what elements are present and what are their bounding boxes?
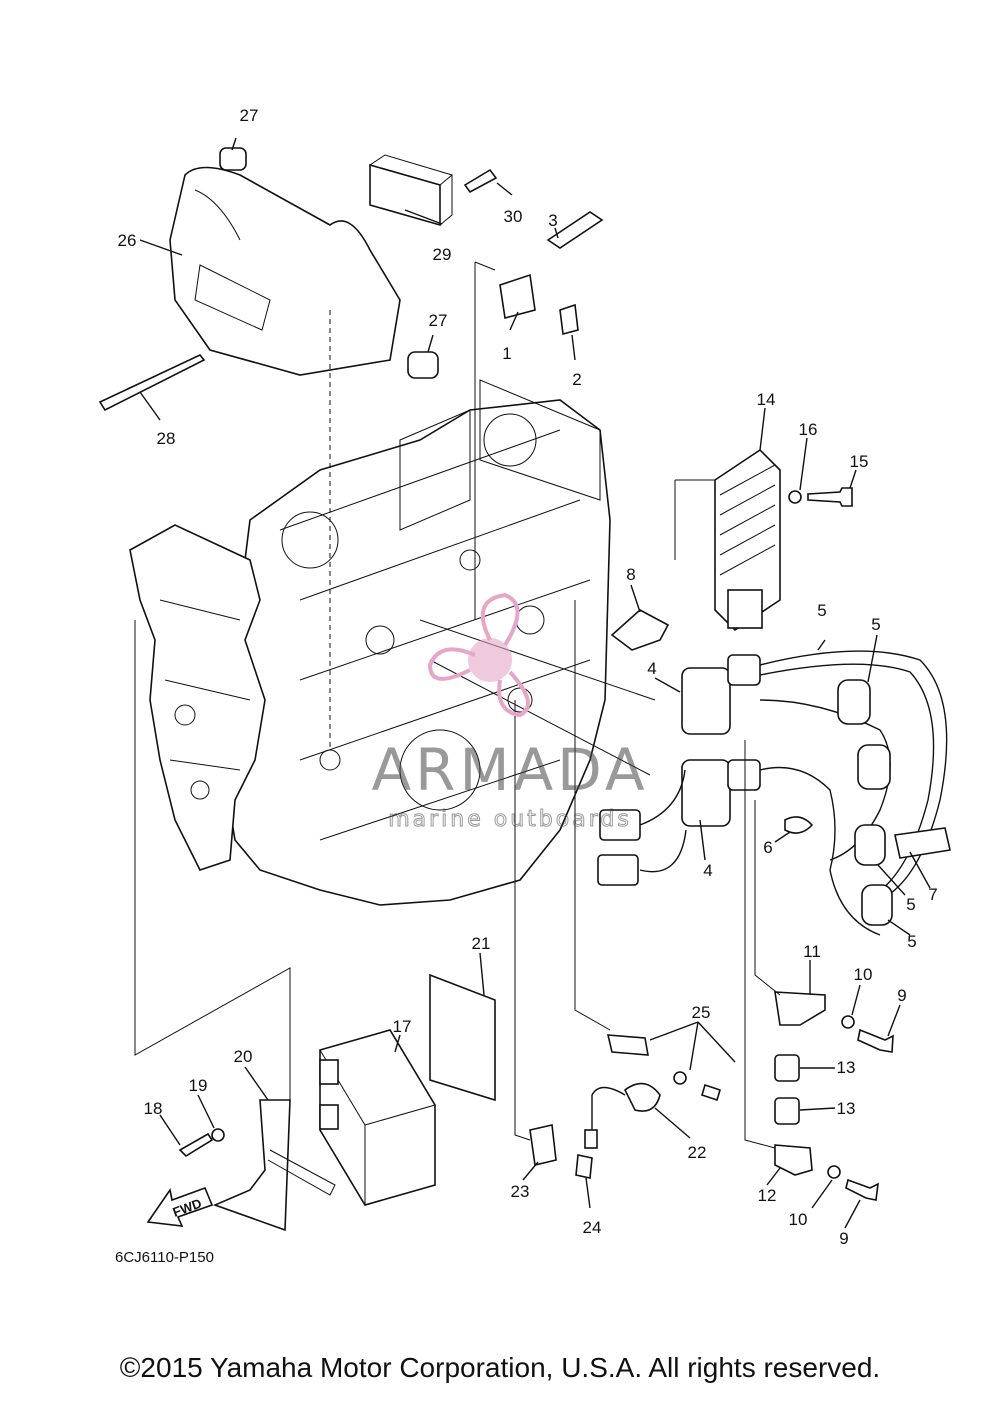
callout-13-upper: 13 <box>837 1058 856 1077</box>
bolt-9-lower <box>845 1178 879 1201</box>
spark-plug-cables-5 <box>759 650 948 936</box>
callout-2: 2 <box>572 370 581 389</box>
washer-16 <box>788 490 802 504</box>
washer-10-upper <box>841 1015 855 1029</box>
callout-10-lower: 10 <box>789 1210 808 1229</box>
forward-arrow-icon: FWD <box>146 1186 214 1227</box>
watermark-brand: ARMADA <box>371 736 648 804</box>
bolt-2 <box>559 303 579 336</box>
callout-18: 18 <box>144 1099 163 1118</box>
sensor-25 <box>606 1034 649 1056</box>
callout-17: 17 <box>393 1017 412 1036</box>
sensor-22 <box>623 1082 661 1112</box>
clamp-8 <box>610 609 670 651</box>
washer-10-lower <box>827 1165 841 1179</box>
callout-4-lower: 4 <box>703 861 712 880</box>
clip-13-lower <box>774 1097 800 1125</box>
screw-30 <box>463 168 498 194</box>
relay-29 <box>369 163 441 227</box>
callout-9-lower: 9 <box>839 1229 848 1248</box>
callout-20: 20 <box>234 1047 253 1066</box>
callout-19: 19 <box>189 1076 208 1095</box>
ignition-coil-4-lower <box>681 759 761 827</box>
ignition-coil-4-upper <box>681 654 761 735</box>
callout-29: 29 <box>433 245 452 264</box>
bracket-12 <box>774 1144 813 1176</box>
callout-5-c: 5 <box>906 895 915 914</box>
bracket-21 <box>429 973 496 1102</box>
bolt-24 <box>575 1154 593 1179</box>
callout-3: 3 <box>548 211 557 230</box>
watermark-logo-icon <box>427 592 530 718</box>
callout-23: 23 <box>511 1182 530 1201</box>
callout-labels: 27 26 29 30 3 1 2 27 28 14 16 15 8 5 5 4… <box>118 106 938 1248</box>
callout-22: 22 <box>688 1143 707 1162</box>
connector-lower <box>597 854 639 886</box>
callout-8: 8 <box>626 565 635 584</box>
rectifier-14 <box>714 448 781 632</box>
callout-26: 26 <box>118 231 137 250</box>
holder-7 <box>894 827 951 859</box>
callout-5-d: 5 <box>907 932 916 951</box>
bolt-9-upper <box>857 1028 894 1053</box>
callout-30: 30 <box>504 207 523 226</box>
callout-14: 14 <box>757 390 776 409</box>
bracket-1 <box>499 273 536 320</box>
callout-12: 12 <box>758 1186 777 1205</box>
callout-15: 15 <box>850 452 869 471</box>
bolt-15 <box>807 487 853 507</box>
bolt-18 <box>178 1132 214 1158</box>
cdi-unit-17 <box>319 1029 436 1206</box>
engine-left-bracket <box>129 524 266 871</box>
cover-26 <box>169 166 401 376</box>
callout-4-upper: 4 <box>647 659 656 678</box>
callout-1: 1 <box>502 344 511 363</box>
bracket-20 <box>212 1099 291 1232</box>
callout-25: 25 <box>692 1003 711 1022</box>
clip-3 <box>546 211 604 249</box>
leader-lines <box>139 137 931 1229</box>
washer-19 <box>211 1128 225 1142</box>
callout-28: 28 <box>157 429 176 448</box>
clip-23 <box>529 1124 557 1166</box>
reference-lines <box>134 261 781 1149</box>
callout-5-b: 5 <box>871 615 880 634</box>
cable-tie-28 <box>98 354 206 412</box>
callout-11: 11 <box>803 942 821 961</box>
callout-24: 24 <box>583 1218 602 1237</box>
bracket-11 <box>774 991 826 1026</box>
watermark: ARMADA marine outboards <box>371 592 648 833</box>
callout-27-top: 27 <box>240 106 259 125</box>
callout-5-a: 5 <box>817 601 826 620</box>
watermark-tagline: marine outboards <box>388 807 632 832</box>
callout-13-lower: 13 <box>837 1099 856 1118</box>
callout-10-upper: 10 <box>854 965 873 984</box>
callout-7: 7 <box>928 885 937 904</box>
clip-6 <box>784 816 814 834</box>
part-code: 6CJ6110-P150 <box>115 1249 214 1266</box>
callout-16: 16 <box>799 420 818 439</box>
clip-13-upper <box>774 1054 800 1082</box>
grommet-27-top <box>219 147 247 171</box>
callout-21: 21 <box>472 934 491 953</box>
callout-6: 6 <box>763 838 772 857</box>
callout-9-upper: 9 <box>897 986 906 1005</box>
copyright-notice: ©2015 Yamaha Motor Corporation, U.S.A. A… <box>119 1352 881 1383</box>
grommet-27-mid <box>407 351 439 379</box>
callout-27-mid: 27 <box>429 311 448 330</box>
